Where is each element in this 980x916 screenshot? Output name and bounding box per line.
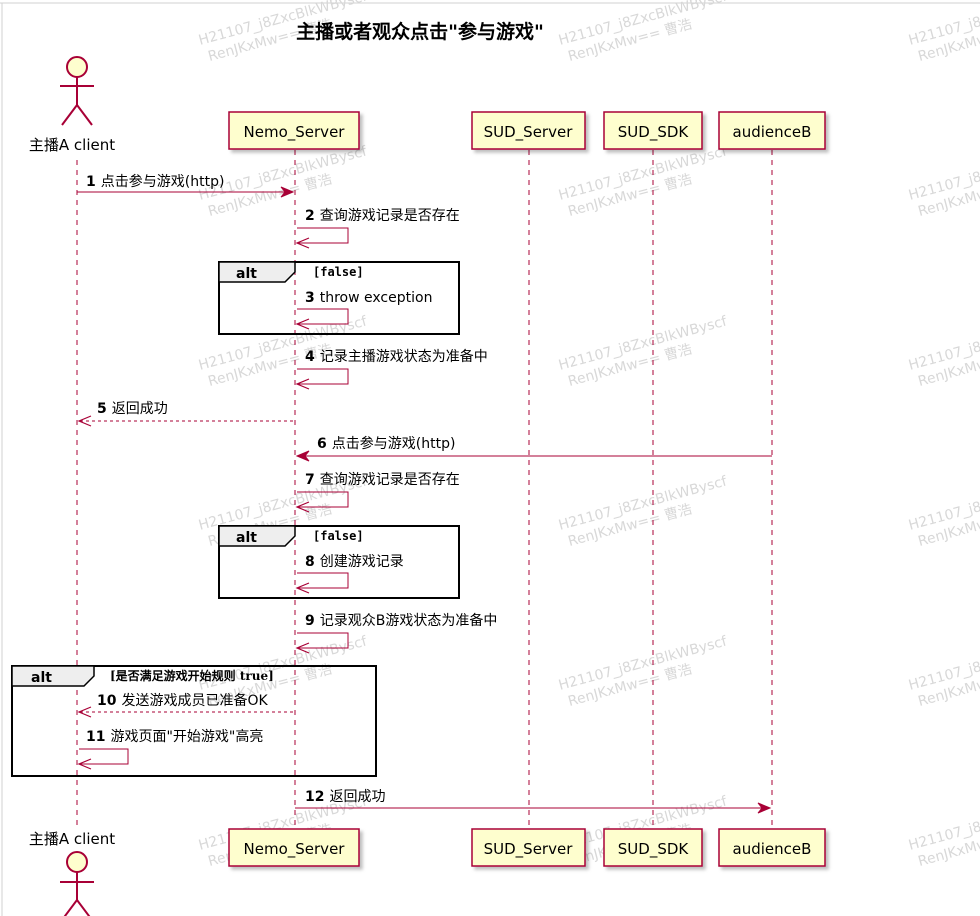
message-number: 1 <box>86 174 96 190</box>
actor-icon <box>60 851 94 916</box>
actor-icon <box>60 56 94 126</box>
message-12: 12 返回成功 <box>295 789 772 814</box>
message-number: 9 <box>305 613 315 629</box>
message-number: 7 <box>305 472 315 488</box>
participant-box-sud-sdk-bottom: SUD_SDK <box>603 828 703 867</box>
message-label: 查询游戏记录是否存在 <box>320 472 460 488</box>
alt-fragment-1: alt [false] <box>218 261 460 335</box>
message-11: 11 游戏页面"开始游戏"高亮 <box>77 728 263 770</box>
diagram-title: 主播或者观众点击"参与游戏" <box>296 20 544 43</box>
message-2: 2 查询游戏记录是否存在 <box>295 208 460 249</box>
message-3: 3 throw exception <box>295 290 432 330</box>
message-6: 6 点击参与游戏(http) <box>295 435 772 462</box>
participant-label: SUD_SDK <box>618 123 690 142</box>
participant-box-nemo-server-bottom: Nemo_Server <box>228 828 360 867</box>
message-5: 5 返回成功 <box>77 401 293 427</box>
participant-label: SUD_Server <box>484 123 574 142</box>
message-number: 11 <box>86 729 105 745</box>
message-1: 1 点击参与游戏(http) <box>77 173 295 198</box>
message-number: 2 <box>305 208 315 224</box>
message-number: 12 <box>305 789 324 805</box>
message-label: throw exception <box>320 290 433 306</box>
fragment-keyword: alt <box>236 266 257 282</box>
participant-client-bottom: 主播A client <box>29 830 115 848</box>
alt-fragment-2: alt [false] <box>218 525 460 599</box>
message-label: 记录主播游戏状态为准备中 <box>320 348 488 365</box>
message-number: 10 <box>97 693 117 709</box>
message-4: 4 记录主播游戏状态为准备中 <box>295 348 488 390</box>
participant-box-sud-sdk-top: SUD_SDK <box>603 111 703 150</box>
message-label: 查询游戏记录是否存在 <box>320 208 460 224</box>
fragment-keyword: alt <box>236 530 257 546</box>
message-label: 返回成功 <box>329 789 385 805</box>
message-number: 3 <box>305 290 315 306</box>
fragment-guard: [false] <box>313 265 364 279</box>
participant-box-audience-b-bottom: audienceB <box>718 828 826 867</box>
message-8: 8 创建游戏记录 <box>295 554 404 594</box>
message-number: 5 <box>97 401 107 417</box>
message-label: 发送游戏成员已准备OK <box>121 692 268 709</box>
message-label: 游戏页面"开始游戏"高亮 <box>110 728 263 745</box>
participant-label: audienceB <box>733 840 812 858</box>
message-label: 返回成功 <box>112 401 168 417</box>
message-label: 创建游戏记录 <box>320 554 404 570</box>
message-7: 7 查询游戏记录是否存在 <box>295 472 460 513</box>
participant-box-nemo-server-top: Nemo_Server <box>228 111 360 150</box>
message-number: 6 <box>317 436 327 452</box>
message-number: 8 <box>305 554 315 570</box>
fragment-guard: [是否满足游戏开始规则 true] <box>110 668 274 683</box>
fragment-guard: [false] <box>313 529 364 543</box>
participant-box-sud-server-bottom: SUD_Server <box>471 828 586 867</box>
participant-label: SUD_SDK <box>618 840 690 859</box>
participant-box-sud-server-top: SUD_Server <box>471 111 586 150</box>
participant-label: SUD_Server <box>484 840 574 859</box>
alt-fragment-3: alt [是否满足游戏开始规则 true] <box>11 665 377 777</box>
participant-label: audienceB <box>733 123 812 141</box>
message-label: 点击参与游戏(http) <box>101 173 225 190</box>
participant-box-audience-b-top: audienceB <box>718 111 826 150</box>
fragment-keyword: alt <box>31 670 52 686</box>
participant-label: Nemo_Server <box>244 840 346 859</box>
message-number: 4 <box>305 349 315 365</box>
participant-label: Nemo_Server <box>244 123 346 142</box>
message-9: 9 记录观众B游戏状态为准备中 <box>295 612 497 654</box>
message-label: 记录观众B游戏状态为准备中 <box>320 612 498 629</box>
participant-client-top: 主播A client <box>29 136 115 154</box>
message-label: 点击参与游戏(http) <box>332 435 456 452</box>
